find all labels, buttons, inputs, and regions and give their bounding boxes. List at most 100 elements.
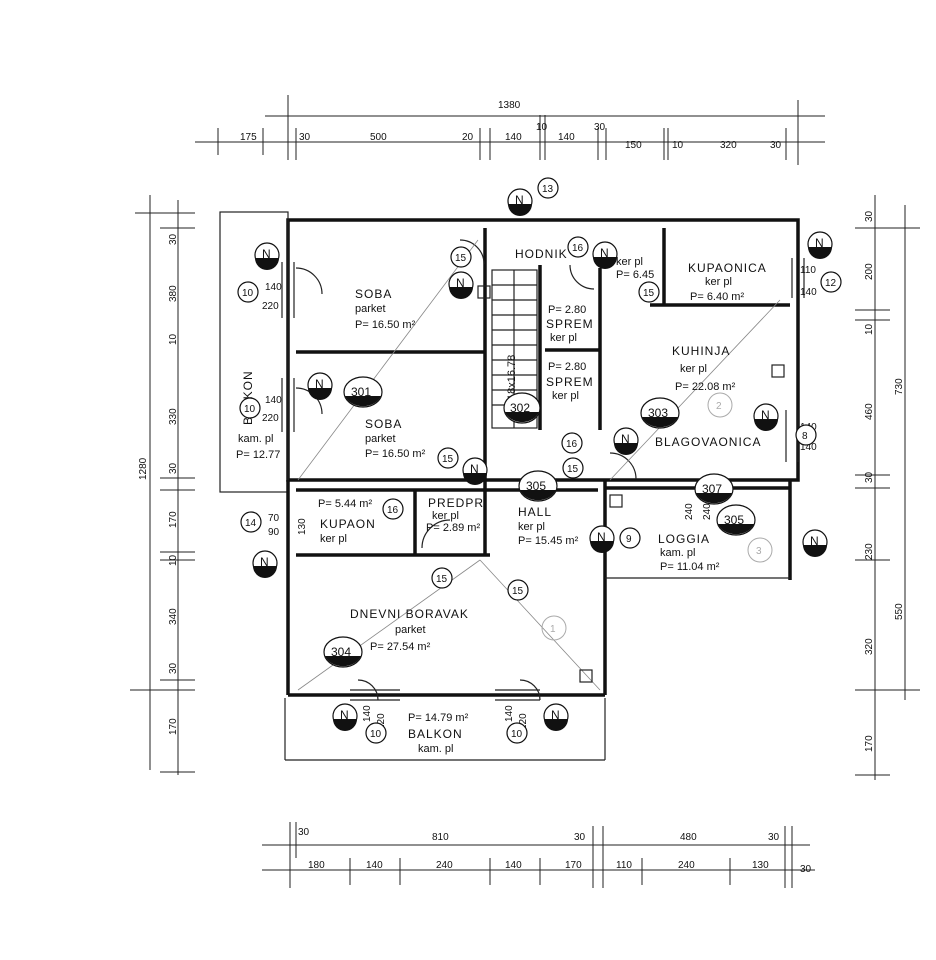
faded-mark: 1 <box>550 624 556 635</box>
room-name: LOGGIA <box>658 532 710 546</box>
room-sprem-lower: P= 2.80 SPREM ker pl <box>546 361 594 402</box>
north-letter: N <box>600 246 609 260</box>
room-blagovaonica: BLAGOVAONICA <box>655 435 761 449</box>
window-dim: 140 <box>362 705 373 722</box>
faded-marks: 1 2 3 <box>541 392 773 641</box>
room-tag: 305 <box>716 504 756 536</box>
dim-left: 380 <box>168 285 179 302</box>
room-area: P= 16.50 m² <box>365 448 426 460</box>
ref-number: 15 <box>643 288 655 299</box>
room-floor: parket <box>355 303 386 315</box>
room-floor: ker pl <box>705 276 732 288</box>
dim-misc: 240 <box>702 503 713 520</box>
window-dim: 220 <box>376 713 387 730</box>
ref-bubble: 15 <box>437 447 459 469</box>
room-sprem-upper: P= 2.80 SPREM ker pl <box>546 304 593 344</box>
ref-bubble: 16 <box>382 498 404 520</box>
room-loggia: LOGGIA kam. pl P= 11.04 m² <box>658 532 720 573</box>
room-tag: 305 <box>518 470 558 502</box>
room-area: P= 2.80 <box>548 361 586 373</box>
window-dim: 140 <box>800 287 817 298</box>
dim-top: 175 <box>240 132 257 143</box>
dim-misc: 130 <box>297 518 308 535</box>
room-name: KUHINJA <box>672 344 730 358</box>
north-letter: N <box>260 555 269 569</box>
room-tag-text: 302 <box>510 401 530 415</box>
room-kupaon: P= 5.44 m² KUPAON ker pl <box>318 498 376 545</box>
north-marker-icon: N <box>543 703 569 731</box>
ref-bubble: 13 <box>537 177 559 199</box>
reference-numbers: 10 10 10 10 12 13 14 15 15 15 15 15 15 1… <box>237 177 842 744</box>
dim-misc: 90 <box>268 527 280 538</box>
room-floor: ker pl <box>552 390 579 402</box>
dim-bottom: 240 <box>678 860 695 871</box>
ref-bubble: 15 <box>638 281 660 303</box>
room-area: P= 6.45 <box>616 269 654 281</box>
dim-top: 500 <box>370 132 387 143</box>
dim-bottom: 30 <box>768 832 780 843</box>
dim-left: 340 <box>168 608 179 625</box>
ref-number: 15 <box>512 586 524 597</box>
dim-right: 200 <box>864 263 875 280</box>
room-hall: HALL ker pl P= 15.45 m² <box>518 505 579 547</box>
north-letter: N <box>597 530 606 544</box>
room-kupaonica: KUPAONICA ker pl P= 6.40 m² <box>688 261 766 303</box>
fixtures <box>477 285 785 683</box>
room-name: SPREM <box>546 375 594 389</box>
ref-number: 15 <box>442 454 454 465</box>
room-tag: 304 <box>323 636 363 668</box>
dim-left: 30 <box>168 233 179 245</box>
room-tag-text: 305 <box>724 513 744 527</box>
room-tag-text: 304 <box>331 645 351 659</box>
north-marker-icon: N <box>613 427 639 455</box>
dimension-labels: 1380 175 30 500 20 140 10 140 30 150 10 … <box>138 100 905 875</box>
ref-number: 15 <box>436 574 448 585</box>
room-area: P= 5.44 m² <box>318 498 372 510</box>
room-floor: ker pl <box>680 363 707 375</box>
ref-number: 8 <box>802 431 808 442</box>
room-soba-lower: SOBA parket P= 16.50 m² <box>365 417 426 460</box>
ref-number: 10 <box>242 288 254 299</box>
dim-top: 30 <box>299 132 311 143</box>
dim-top: 150 <box>625 140 642 151</box>
dim-left-total: 1280 <box>138 457 149 480</box>
dim-top: 140 <box>558 132 575 143</box>
room-name: BALKON <box>408 727 463 741</box>
window-dim: 220 <box>518 713 529 730</box>
room-floor: ker pl <box>432 510 459 522</box>
window-dim: 140 <box>265 395 282 406</box>
room-wc-upper: ker pl P= 6.45 <box>616 256 654 281</box>
window-dim: 140 <box>265 282 282 293</box>
room-floor: ker pl <box>518 521 545 533</box>
dim-left: 170 <box>168 511 179 528</box>
north-marker-icon: N <box>462 457 488 485</box>
window-dim: 140 <box>800 442 817 453</box>
ref-number: 10 <box>244 404 256 415</box>
dim-right: 320 <box>864 638 875 655</box>
dim-right: 30 <box>864 210 875 222</box>
dim-bottom: 240 <box>436 860 453 871</box>
north-letter: N <box>621 432 630 446</box>
room-soba-upper: SOBA parket P= 16.50 m² <box>355 287 416 331</box>
room-floor: ker pl <box>550 332 577 344</box>
ref-number: 16 <box>566 439 578 450</box>
dim-bottom: 130 <box>752 860 769 871</box>
room-name: KUPAON <box>320 517 376 531</box>
windows <box>281 258 805 701</box>
north-letter: N <box>340 708 349 722</box>
north-letter: N <box>515 193 524 207</box>
ref-bubble: 16 <box>567 236 589 258</box>
ref-number: 10 <box>370 729 382 740</box>
dim-right-outer: 550 <box>894 603 905 620</box>
room-floor: kam. pl <box>418 743 453 755</box>
window-dim: 220 <box>262 413 279 424</box>
room-balkon-bottom: P= 14.79 m² BALKON kam. pl <box>408 712 469 755</box>
ref-number: 9 <box>626 534 632 545</box>
dim-bottom: 30 <box>298 827 310 838</box>
north-letter: N <box>810 534 819 548</box>
room-tag: 303 <box>640 397 680 429</box>
dim-misc: 70 <box>268 513 280 524</box>
room-dnevni-boravak: DNEVNI BORAVAK parket P= 27.54 m² <box>350 607 468 653</box>
ref-bubble: 14 <box>240 511 262 533</box>
